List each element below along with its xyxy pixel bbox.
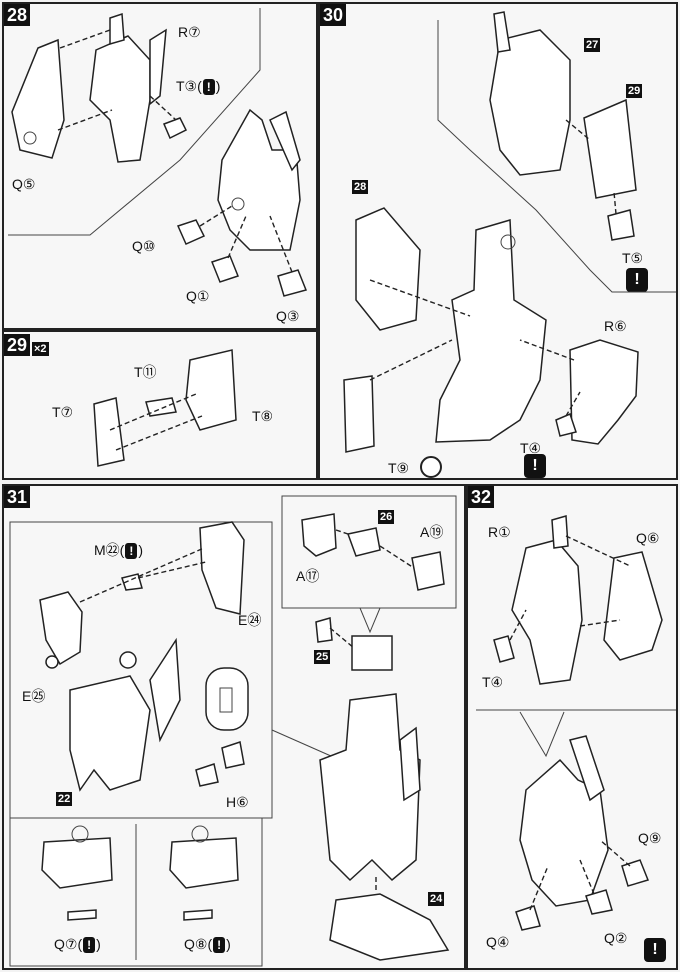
part-q2-32 [585, 889, 613, 915]
label-r6: R⑥ [604, 318, 627, 334]
ref-28-badge: 28 [352, 180, 369, 194]
warning-icon-32: ! [644, 938, 666, 962]
warning-icon: ! [202, 79, 215, 95]
part-29-piece [583, 98, 637, 199]
torso-assembly-30 [435, 219, 547, 443]
part-q6-32 [603, 551, 663, 661]
warning-icon: ! [83, 937, 96, 953]
part-e25 [39, 591, 83, 669]
joint-26 [347, 527, 381, 557]
warning-icon: ! [213, 937, 226, 953]
warning-icon-t4: ! [524, 454, 546, 478]
label-q6: Q⑥ [636, 530, 660, 546]
backpack-e24 [199, 521, 245, 615]
part-q1 [211, 255, 239, 283]
label-t5: T⑤ [622, 250, 644, 266]
label-e25: E㉕ [22, 688, 46, 704]
part-t9 [343, 375, 375, 453]
ref-22-badge: 22 [56, 792, 73, 806]
shoulder-assembly-32 [519, 735, 609, 907]
label-t4-32: T④ [482, 674, 504, 690]
shoulder-assembly-28 [217, 108, 301, 251]
part-t5 [607, 209, 635, 241]
part-q3 [277, 269, 308, 297]
part-28-piece [355, 207, 421, 331]
label-q7: Q⑦(!) [54, 936, 101, 953]
label-r7: R⑦ [178, 24, 201, 40]
label-r1: R① [488, 524, 511, 540]
label-a17: A⑰ [296, 568, 320, 584]
upper-body-27 [489, 11, 571, 176]
step-31-number: 31 [4, 486, 31, 508]
part-h6-b [221, 741, 245, 769]
part-t4-32 [493, 635, 515, 663]
label-t11: T⑪ [134, 364, 157, 380]
label-q2: Q② [604, 930, 628, 946]
part-t3 [163, 117, 188, 140]
part-25 [315, 617, 333, 643]
joint-a19 [411, 551, 445, 591]
warning-icon-t5: ! [626, 268, 648, 292]
chest-q8 [169, 825, 239, 921]
label-q1: Q① [186, 288, 210, 304]
part-t4-30 [555, 412, 577, 437]
part-q9 [621, 859, 650, 887]
shoulder-a17 [301, 513, 337, 557]
ref-29-badge: 29 [626, 84, 643, 98]
label-q10: Q⑩ [132, 238, 156, 254]
part-h6-a [195, 763, 219, 787]
step-30-number: 30 [320, 4, 347, 26]
ref-24-badge: 24 [428, 892, 445, 906]
label-q5: Q⑤ [12, 176, 36, 192]
waist-24 [329, 893, 450, 961]
label-q3: Q③ [276, 308, 300, 324]
shoulder-armor-q5 [11, 38, 65, 159]
part-t7-29 [93, 397, 125, 467]
magnifier-callout [205, 667, 249, 731]
joint-block [351, 635, 393, 671]
label-t8: T⑧ [252, 408, 274, 424]
sticker-circle-icon [420, 456, 442, 478]
step-32-number: 32 [468, 486, 495, 508]
part-t11-29 [145, 397, 177, 417]
label-q8: Q⑧(!) [184, 936, 231, 953]
ref-27-badge: 27 [584, 38, 601, 52]
label-q4: Q④ [486, 934, 510, 950]
label-t4: T④ [520, 440, 542, 456]
label-h6: H⑥ [226, 794, 249, 810]
label-t9: T⑨ [388, 460, 410, 476]
part-q4-32 [515, 905, 541, 931]
label-q9: Q⑨ [638, 830, 662, 846]
step-29-number: 29 [4, 334, 31, 356]
ref-25-badge: 25 [314, 650, 331, 664]
chest-q7 [41, 825, 113, 921]
step-28-number: 28 [4, 4, 31, 26]
part-m22 [121, 573, 143, 591]
ref-26-badge: 26 [378, 510, 395, 524]
part-q10 [176, 219, 206, 245]
part-r6 [569, 339, 639, 445]
leg-assembly-22 [69, 637, 181, 792]
shoulder-r1 [511, 515, 583, 685]
label-m22: M㉒(!) [94, 542, 144, 559]
part-t8-29 [185, 349, 237, 431]
label-a19: A⑲ [420, 524, 444, 540]
shoulder-core-r7 [89, 12, 167, 163]
label-t7: T⑦ [52, 404, 74, 420]
body-assembly-31 [319, 693, 421, 882]
label-e24: E㉔ [238, 612, 262, 628]
label-t3: T③(!) [176, 78, 221, 95]
multiplier-badge: ×2 [32, 342, 49, 356]
warning-icon: ! [125, 543, 138, 559]
